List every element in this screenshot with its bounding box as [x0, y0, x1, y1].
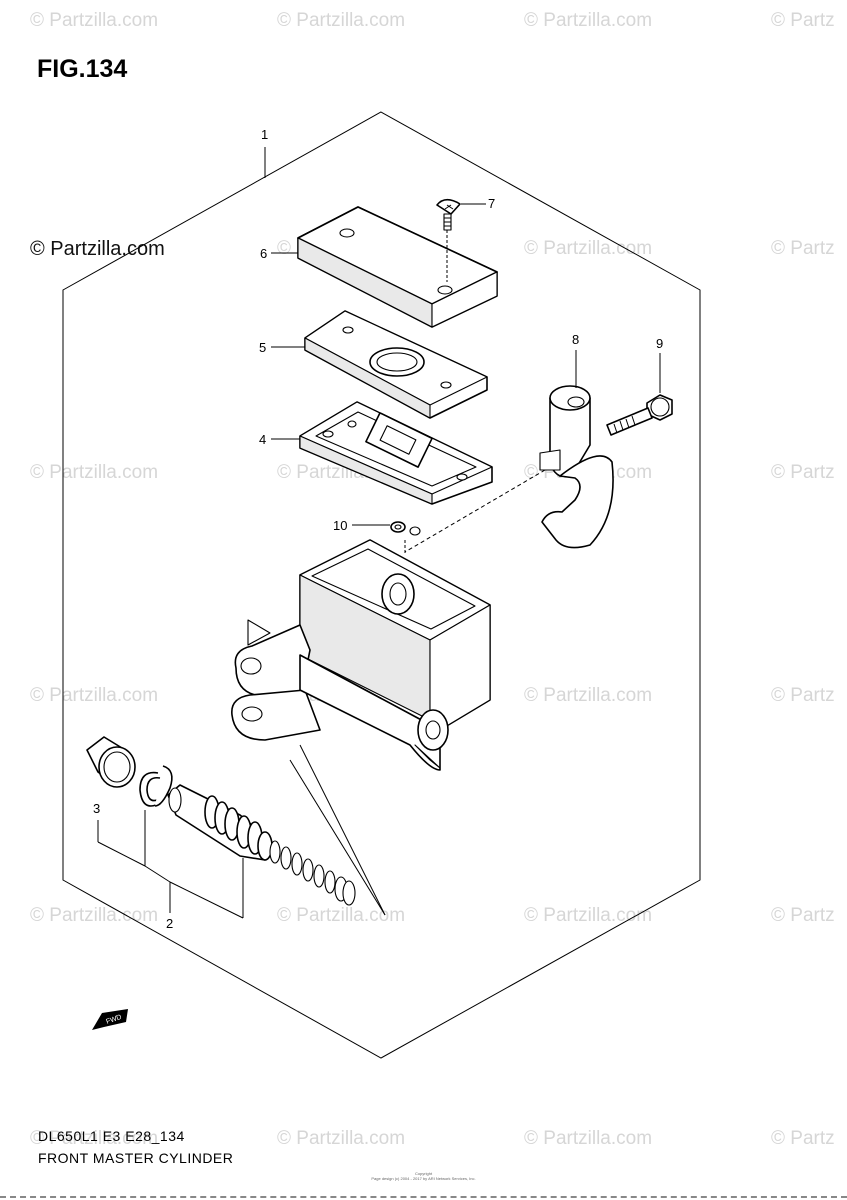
diagram-name: FRONT MASTER CYLINDER: [38, 1150, 234, 1166]
assembly-outline: [62, 111, 701, 1059]
watermark: © Partzilla.com: [30, 905, 159, 926]
watermark: © Partz: [771, 685, 835, 706]
callout-8[interactable]: 8: [572, 332, 579, 347]
return-spring[interactable]: [269, 840, 356, 906]
callout-4[interactable]: 4: [259, 432, 266, 447]
o-ring-small[interactable]: [390, 521, 421, 553]
watermark: © Partzilla.com: [277, 905, 406, 926]
master-cylinder-body[interactable]: [231, 539, 491, 771]
watermark: © Partzilla.com: [524, 238, 653, 259]
alignment-line: [299, 744, 386, 916]
alignment-line: [289, 759, 386, 916]
piston-assembly[interactable]: [167, 784, 273, 861]
callout-10[interactable]: 10: [333, 518, 347, 533]
watermark: © Partzilla.com: [524, 685, 653, 706]
fwd-arrow-icon: FWD: [92, 1009, 128, 1030]
callout-2[interactable]: 2: [166, 916, 173, 931]
callout-1[interactable]: 1: [261, 127, 268, 142]
watermark: © Partzilla.com: [30, 462, 159, 483]
watermark: © Partz: [771, 238, 835, 259]
circlip[interactable]: [139, 765, 173, 807]
watermark: © Partz: [771, 905, 835, 926]
watermark: © Partzilla.com: [524, 1128, 653, 1149]
leader-line: [144, 865, 171, 883]
figure-title: FIG.134: [37, 55, 128, 83]
copyright-line-1: Copyright: [414, 1171, 433, 1176]
page-bottom-border: [0, 1196, 847, 1198]
callout-7[interactable]: 7: [488, 196, 495, 211]
reservoir-cap[interactable]: [297, 206, 498, 328]
callout-5[interactable]: 5: [259, 340, 266, 355]
watermark: © Partz: [771, 10, 835, 31]
cap-screw[interactable]: [436, 198, 461, 282]
watermark: © Partzilla.com: [277, 1128, 406, 1149]
watermark-dark: © Partzilla.com: [30, 238, 165, 260]
leader-line: [169, 881, 244, 919]
watermark: © Partzilla.com: [277, 10, 406, 31]
callout-6[interactable]: 6: [260, 246, 267, 261]
diaphragm-plate[interactable]: [304, 310, 488, 419]
callout-9[interactable]: 9: [656, 336, 663, 351]
watermark: © Partzilla.com: [524, 10, 653, 31]
handlebar-clamp[interactable]: [539, 385, 614, 549]
watermark: © Partzilla.com: [30, 1128, 159, 1149]
watermark: © Partzilla.com: [524, 905, 653, 926]
watermark: © Partz: [771, 462, 835, 483]
callout-3[interactable]: 3: [93, 801, 100, 816]
clamp-bolt[interactable]: [606, 394, 673, 436]
watermark: © Partzilla.com: [30, 685, 159, 706]
dust-boot[interactable]: [86, 736, 136, 788]
watermark: © Partz: [771, 1128, 835, 1149]
diagram-code: DL650L1 E3 E28_134: [38, 1128, 185, 1144]
leader-line: [97, 841, 146, 867]
copyright-notice: Copyright Page design (c) 2004 - 2017 by…: [0, 1171, 847, 1181]
copyright-line-2: Page design (c) 2004 - 2017 by ARI Netwo…: [371, 1176, 476, 1181]
watermark: © Partzilla.com: [30, 10, 159, 31]
reservoir-plate[interactable]: [299, 401, 493, 505]
alignment-line: [404, 469, 546, 553]
